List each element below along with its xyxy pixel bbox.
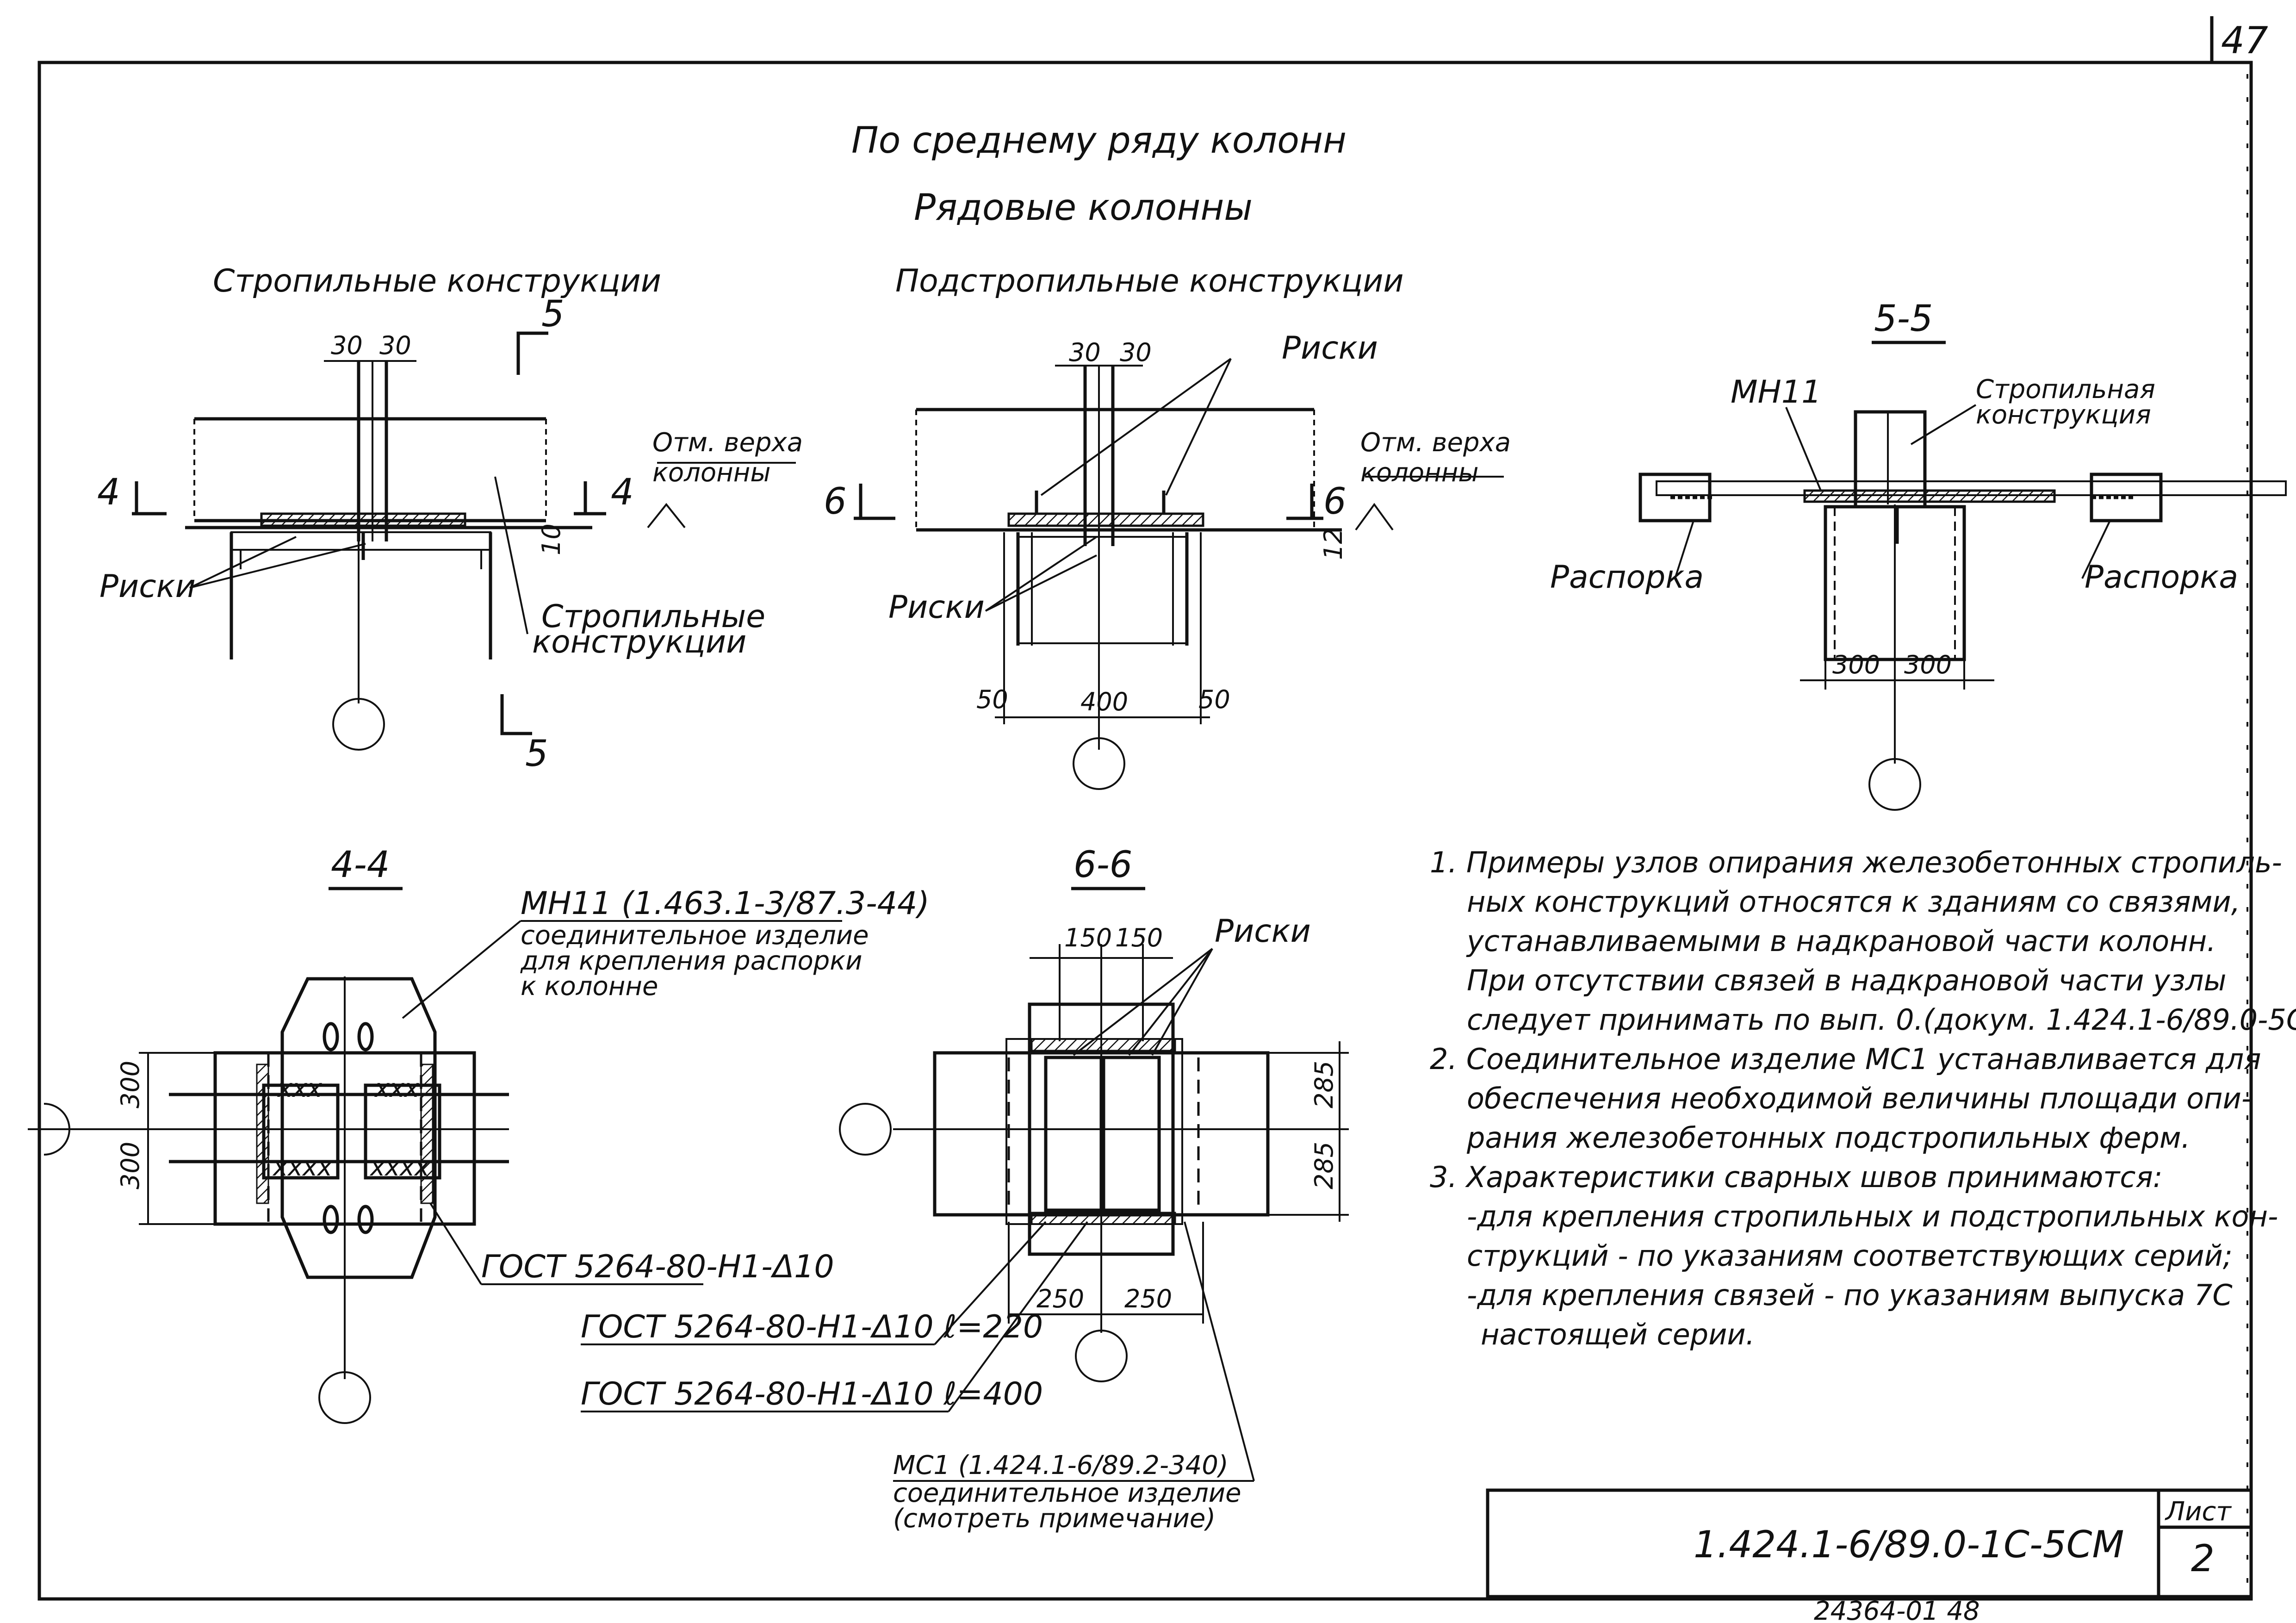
subrafter-dim-top-b: 30: [1120, 338, 1152, 367]
note-line: -для крепления связей - по указаниям вып…: [1467, 1278, 2233, 1312]
column-axis-marker: [318, 1371, 371, 1424]
section44-dim-bottom: 300: [116, 1142, 145, 1189]
section55-dim-left: 300: [1832, 650, 1880, 679]
sheet-frame: [37, 16, 2253, 1601]
subrafter-level-label-1: Отм. верха: [1360, 428, 1511, 458]
section-5-5: 5-5 300 300 МН11 Стропильная конструкция…: [1550, 298, 2287, 811]
subrafter-dim-right: 50: [1198, 685, 1230, 714]
note-line: 2. Соединительное изделие МС1 устанавлив…: [1430, 1042, 2261, 1076]
section55-strut-left: Распорка: [1550, 559, 1704, 596]
subrafter-heading: Подстропильные конструкции: [895, 263, 1404, 299]
note-line: рания железобетонных подстропильных ферм…: [1466, 1121, 2190, 1155]
rafter-dim-side: 10: [537, 523, 566, 555]
note-line: 3. Характеристики сварных швов принимают…: [1430, 1160, 2163, 1194]
archive-number: 24364-01 48: [1814, 1596, 1980, 1623]
subrafter-cut-right: 6: [1323, 481, 1347, 522]
section66-dim-bottom-b: 250: [1124, 1284, 1172, 1313]
stamp-sheet-number: 2: [2191, 1537, 2215, 1580]
subrafter-dim-left: 50: [976, 685, 1008, 714]
section66-dim-top-b: 150: [1115, 923, 1163, 952]
note-line: При отсутствии связей в надкрановой част…: [1467, 964, 2226, 997]
section44-part-desc-2: для крепления распорки: [520, 946, 862, 976]
section44-weld-mark-3: xxxx: [272, 1152, 333, 1181]
section66-dim-right-a: 285: [1309, 1061, 1339, 1108]
section66-mc-label: МС1 (1.424.1-6/89.2-340): [893, 1450, 1229, 1480]
section66-weld-label-1: ГОСТ 5264-80-Н1-Δ10 ℓ=220: [581, 1309, 1043, 1345]
note-line: ных конструкций относятся к зданиям со с…: [1467, 885, 2240, 919]
rafter-label-1: Стропильные: [541, 598, 765, 635]
rafter-level-label-2: колонны: [652, 458, 771, 488]
section44-weld-mark-1: xxx: [277, 1074, 323, 1103]
column-axis-marker: [1073, 737, 1125, 790]
note-line: -для крепления стропильных и подстропиль…: [1467, 1200, 2278, 1233]
section66-heading: 6-6: [1074, 844, 1132, 886]
sheet-top-number: 47: [2221, 19, 2268, 62]
rafter-level-label-1: Отм. верха: [652, 428, 803, 458]
note-line: обеспечения необходимой величины площади…: [1467, 1082, 2252, 1115]
rafter-section-mark-bottom: 5: [525, 733, 548, 775]
note-line: настоящей серии.: [1481, 1318, 1755, 1351]
note-line: 1. Примеры узлов опирания железобетонных…: [1430, 846, 2282, 879]
rafter-risk-label: Риски: [99, 568, 196, 605]
section-6-6: 6-6 150 150 285 285 250 250 Риски: [581, 844, 1349, 1534]
section44-heading: 4-4: [331, 844, 390, 886]
column-axis-marker: [1075, 1330, 1128, 1382]
subrafter-risk-label-left: Риски: [888, 589, 985, 626]
section55-rafter-label-1: Стропильная: [1976, 374, 2155, 404]
section66-mc-desc-2: (смотреть примечание): [893, 1504, 1216, 1534]
rafter-section-mark-top: 5: [541, 293, 565, 335]
column-axis-marker: [1868, 758, 1921, 811]
section44-weld-mark-2: xxx: [374, 1074, 420, 1103]
section66-dim-right-b: 285: [1309, 1142, 1339, 1189]
subrafter-level-label-2: колонны: [1360, 458, 1479, 488]
section66-weld-label-2: ГОСТ 5264-80-Н1-Δ10 ℓ=400: [581, 1376, 1043, 1412]
section44-part-label: МН11 (1.463.1-3/87.3-44): [521, 885, 930, 922]
section44-part-desc-3: к колонне: [521, 971, 658, 1001]
rafter-label-2: конструкции: [532, 624, 746, 660]
section44-part-desc-1: соединительное изделие: [521, 920, 869, 951]
section66-dim-top-a: 150: [1064, 923, 1112, 952]
section66-risk-label: Риски: [1215, 913, 1311, 950]
title-stamp: 1.424.1-6/89.0-1С-5СМ Лист 2: [1486, 1488, 2253, 1598]
rafter-dim-top-b: 30: [379, 331, 411, 360]
section44-weld-label: ГОСТ 5264-80-Н1-Δ10: [481, 1249, 834, 1285]
page-title: По среднему ряду колонн: [851, 120, 1347, 162]
section44-dim-top: 300: [116, 1061, 145, 1108]
section44-weld-mark-4: xxxx: [369, 1152, 430, 1181]
subrafter-dim-top-a: 30: [1069, 338, 1101, 367]
rafter-cut-left: 4: [97, 472, 120, 513]
rafter-cut-right: 4: [611, 472, 634, 513]
note-line: струкций - по указаниям соответствующих …: [1467, 1239, 2233, 1273]
rafter-heading: Стропильные конструкции: [213, 263, 661, 299]
subrafter-dim-side: 12: [1319, 528, 1348, 560]
stamp-code: 1.424.1-6/89.0-1С-5СМ: [1694, 1523, 2124, 1566]
subrafter-cut-left: 6: [824, 481, 847, 522]
subrafter-node-view: Подстропильные конструкции 30 30 50 400 …: [824, 263, 1511, 790]
column-axis-marker: [332, 698, 385, 751]
rafter-dim-top-a: 30: [331, 331, 363, 360]
section66-mc-desc-1: соединительное изделие: [893, 1478, 1241, 1508]
section55-mn-label: МН11: [1731, 374, 1821, 410]
section55-heading: 5-5: [1874, 298, 1933, 340]
page-subtitle: Рядовые колонны: [914, 187, 1253, 229]
section55-dim-right: 300: [1904, 650, 1952, 679]
section66-dim-bottom-a: 250: [1036, 1284, 1084, 1313]
note-line: следует принимать по вып. 0.(докум. 1.42…: [1467, 1003, 2296, 1037]
stamp-sheet-label: Лист: [2165, 1497, 2232, 1527]
subrafter-risk-label-top: Риски: [1282, 330, 1378, 367]
note-line: устанавливаемыми в надкрановой части кол…: [1466, 924, 2216, 958]
notes-block: 1. Примеры узлов опирания железобетонных…: [1430, 846, 2296, 1351]
section-4-4: 4-4 xxx xxx xxxx xxxx 300 300 МН11 (1.46…: [28, 844, 930, 1424]
column-axis-marker: [839, 1103, 892, 1156]
section55-strut-right: Распорка: [2085, 559, 2238, 596]
rafter-node-view: Стропильные конструкции 30 30 5 5 4: [97, 263, 803, 775]
section55-rafter-label-2: конструкция: [1976, 400, 2151, 430]
subrafter-dim-mid: 400: [1080, 687, 1128, 716]
